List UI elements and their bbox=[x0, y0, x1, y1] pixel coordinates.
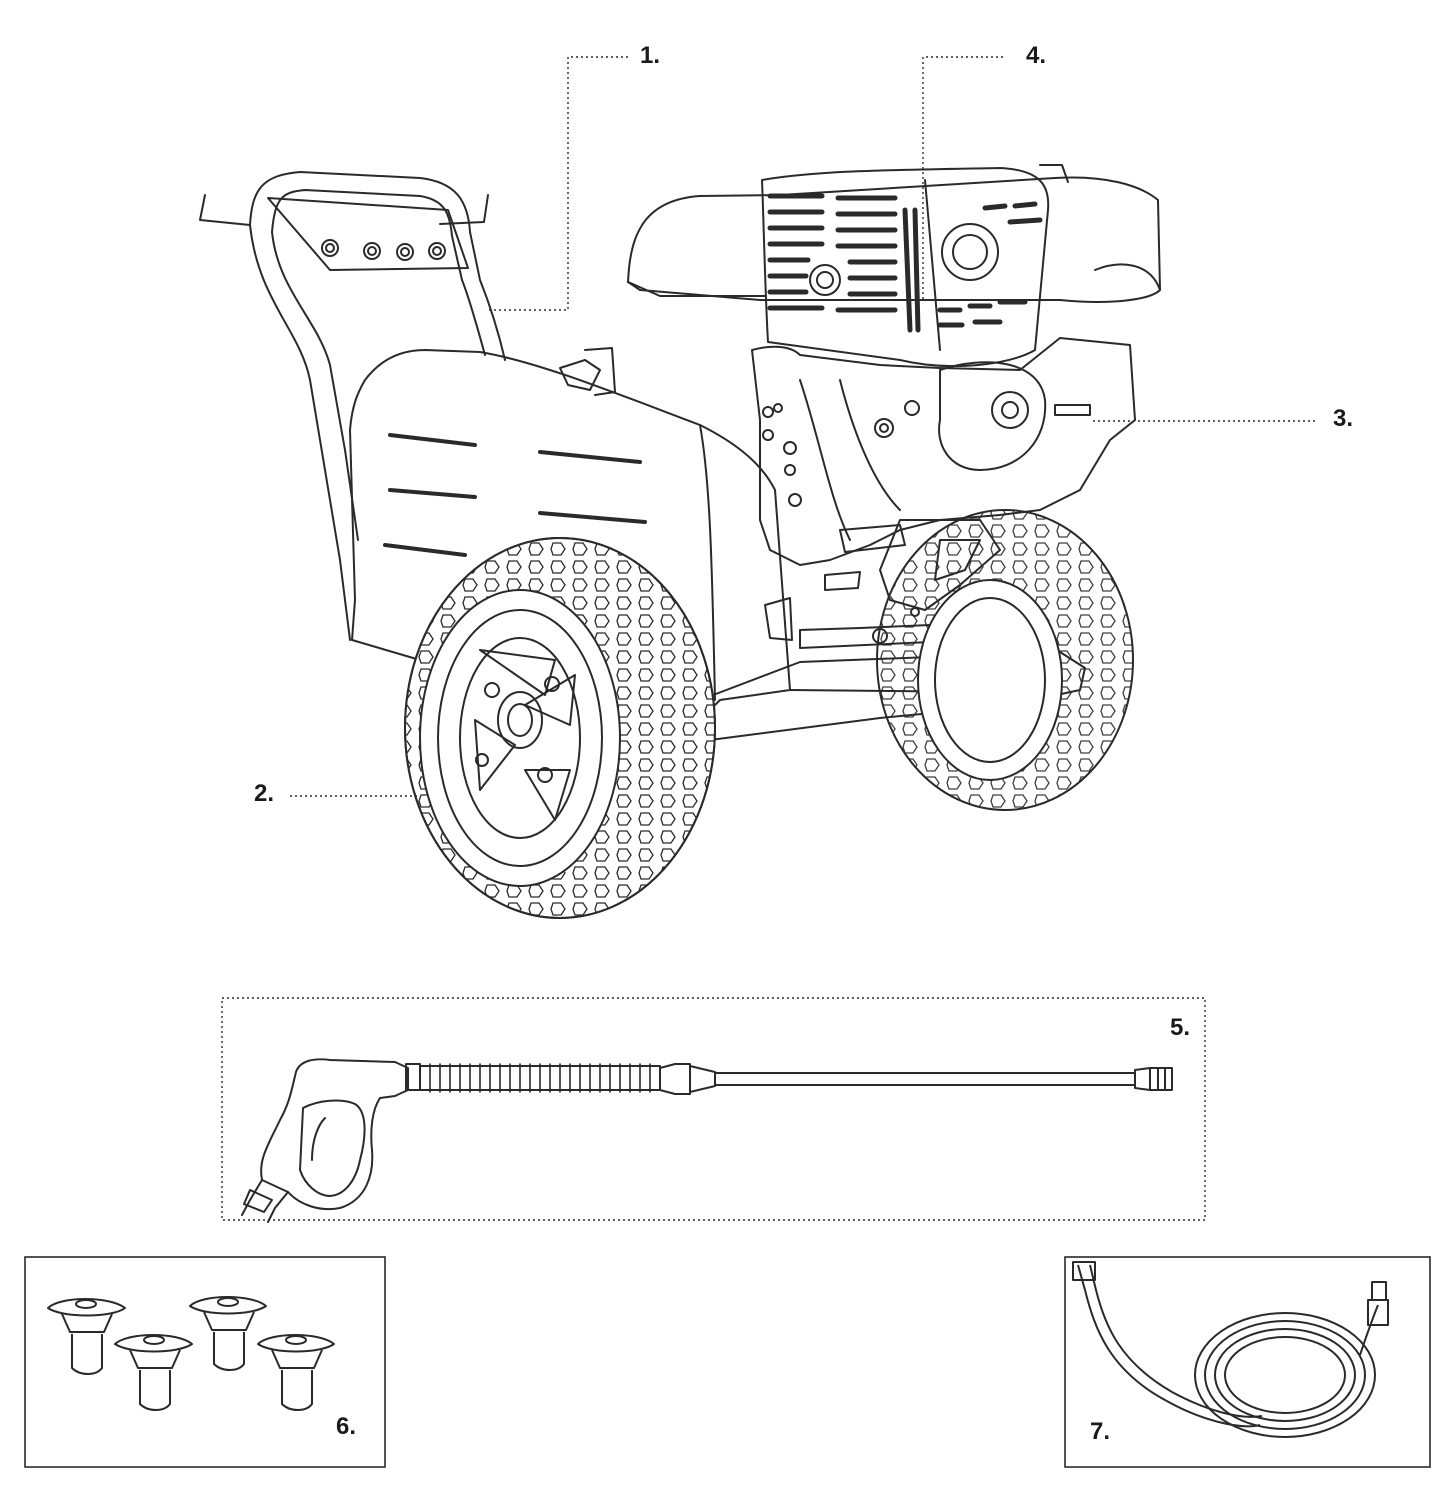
callout-label-6: 6. bbox=[336, 1413, 357, 1440]
callout-label-2: 2. bbox=[254, 780, 275, 807]
hose-box bbox=[1064, 1256, 1431, 1468]
pressure-washer-illustration bbox=[199, 164, 1161, 919]
nozzle-tip-icon bbox=[257, 1334, 335, 1411]
spray-nozzle-tips-illustration bbox=[47, 1296, 335, 1411]
gauge-icon bbox=[428, 242, 446, 260]
callout-label-3: 3. bbox=[1333, 405, 1354, 432]
leader-lines bbox=[290, 56, 1315, 797]
nozzle-tip-icon bbox=[114, 1334, 193, 1411]
body-shroud bbox=[349, 347, 791, 721]
callout-label-7: 7. bbox=[1090, 1418, 1111, 1445]
leader-line-1 bbox=[488, 56, 628, 311]
gauge-icon bbox=[396, 243, 414, 261]
callout-label-5: 5. bbox=[1170, 1014, 1191, 1041]
gauge-icon bbox=[363, 242, 381, 260]
gauge-icon bbox=[321, 239, 339, 257]
rear-wheel bbox=[876, 509, 1134, 811]
spray-gun-wand-illustration bbox=[241, 1058, 1173, 1223]
leader-line-4 bbox=[922, 56, 1003, 300]
callout-label-4: 4. bbox=[1026, 42, 1047, 69]
nozzle-tip-icon bbox=[189, 1296, 267, 1371]
engine bbox=[627, 164, 1161, 649]
coiled-hose-illustration bbox=[1072, 1261, 1389, 1438]
handle-frame bbox=[199, 171, 506, 641]
front-wheel bbox=[404, 537, 716, 919]
recoil-hub-icon bbox=[809, 264, 841, 296]
callout-label-1: 1. bbox=[640, 42, 661, 69]
pulley-icon bbox=[991, 391, 1029, 429]
nozzle-tip-icon bbox=[47, 1298, 126, 1375]
nozzles-box bbox=[24, 1256, 386, 1468]
spray-gun-box bbox=[221, 997, 1206, 1221]
